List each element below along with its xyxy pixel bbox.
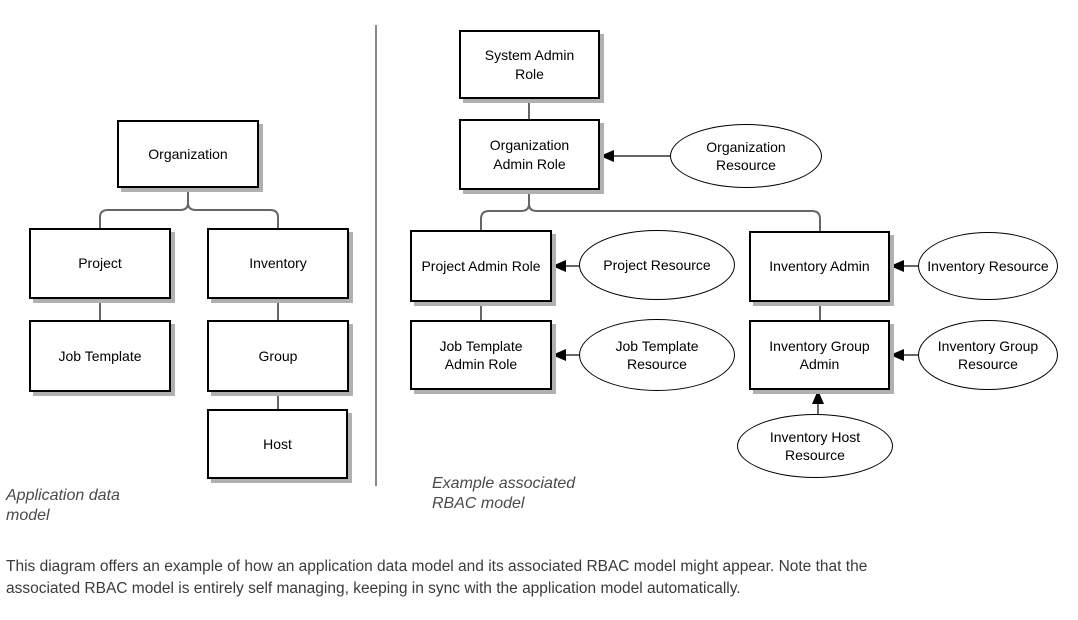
arrowhead-projresource-projadmin	[552, 260, 566, 272]
connector-organization-inventory	[187, 188, 279, 228]
arrowhead-jtresource-jtadmin	[552, 349, 566, 361]
arrowhead-orgresource-orgadmin	[600, 150, 614, 162]
node-inventory-admin: Inventory Admin	[749, 231, 890, 302]
ellipse-inventory-host-resource: Inventory Host Resource	[737, 414, 893, 478]
connector-layer	[99, 25, 918, 486]
label-example-rbac-model: Example associated RBAC model	[432, 475, 576, 512]
node-project-admin-role: Project Admin Role	[410, 230, 552, 302]
arrowhead-invhostresource-invgroupadmin	[812, 390, 824, 404]
connector-orgadmin-projadmin	[480, 190, 530, 230]
node-project: Project	[29, 228, 171, 299]
ellipse-job-template-resource: Job Template Resource	[579, 319, 735, 391]
node-job-template-admin-role: Job Template Admin Role	[410, 320, 552, 390]
connector-organization-project	[99, 188, 189, 228]
label-application-data-model: Application data model	[6, 487, 120, 524]
node-group: Group	[207, 320, 349, 392]
node-inventory-group-admin: Inventory Group Admin	[749, 320, 890, 390]
node-job-template: Job Template	[29, 320, 171, 392]
node-organization-admin-role: Organization Admin Role	[459, 119, 600, 190]
node-organization: Organization	[117, 120, 259, 188]
arrowhead-invresource-invadmin	[890, 260, 904, 272]
ellipse-inventory-group-resource: Inventory Group Resource	[918, 320, 1058, 390]
connector-orgadmin-invadmin	[528, 190, 821, 231]
node-inventory: Inventory	[207, 228, 349, 299]
ellipse-inventory-resource: Inventory Resource	[918, 232, 1058, 300]
node-system-admin-role: System Admin Role	[459, 30, 600, 99]
arrowhead-invgroupresource-invgroupadmin	[890, 349, 904, 361]
ellipse-organization-resource: Organization Resource	[670, 124, 822, 188]
diagram-caption: This diagram offers an example of how an…	[6, 558, 868, 597]
ellipse-project-resource: Project Resource	[579, 230, 735, 300]
node-host: Host	[207, 409, 348, 479]
